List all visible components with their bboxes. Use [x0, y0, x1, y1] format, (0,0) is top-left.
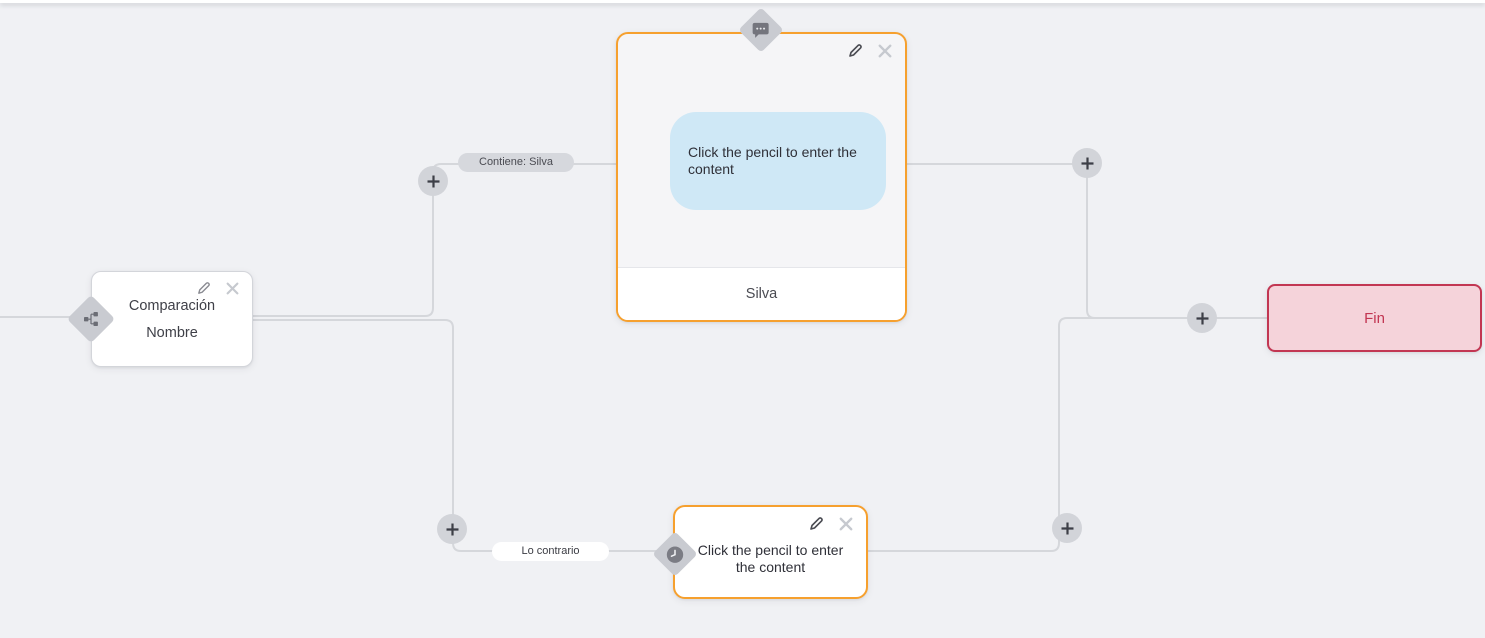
- add-node-button-top-right[interactable]: [1072, 148, 1102, 178]
- message-footer: Silva: [618, 267, 905, 320]
- chat-bubble-glyph: [752, 22, 770, 39]
- plus-icon: [1081, 157, 1093, 169]
- pencil-icon[interactable]: [196, 281, 211, 296]
- delay-placeholder-text: Click the pencil to enter the content: [697, 542, 844, 575]
- message-bubble: Click the pencil to enter the content: [670, 112, 886, 210]
- plus-icon: [427, 175, 439, 187]
- add-node-button-top-left[interactable]: [418, 166, 448, 196]
- clock-glyph: [666, 545, 685, 564]
- edge-condition-to-delay: [253, 319, 674, 552]
- edge-label-otherwise[interactable]: Lo contrario: [492, 542, 609, 561]
- condition-title: Comparación Nombre: [92, 298, 252, 341]
- sitemap-glyph: [83, 311, 99, 327]
- pencil-icon[interactable]: [847, 43, 863, 59]
- add-node-button-before-end[interactable]: [1187, 303, 1217, 333]
- sitemap-icon: [66, 294, 116, 344]
- top-edge-bar: [0, 0, 1485, 3]
- node-actions: [196, 281, 239, 296]
- end-node[interactable]: Fin: [1267, 284, 1482, 352]
- end-node-label: Fin: [1364, 309, 1385, 327]
- condition-line2: Nombre: [146, 325, 198, 341]
- close-icon[interactable]: [878, 44, 892, 58]
- edge-message-to-end: [907, 163, 1267, 319]
- condition-node[interactable]: Comparación Nombre: [66, 271, 253, 367]
- node-actions: [808, 516, 853, 532]
- plus-icon: [1061, 522, 1073, 534]
- add-node-button-bottom-right[interactable]: [1052, 513, 1082, 543]
- close-icon[interactable]: [226, 282, 239, 295]
- node-actions: [847, 43, 892, 59]
- message-node[interactable]: Click the pencil to enter the content Si…: [616, 7, 907, 322]
- add-node-button-bottom-left[interactable]: [437, 514, 467, 544]
- message-placeholder-text: Click the pencil to enter the content: [688, 144, 857, 177]
- plus-icon: [1196, 312, 1208, 324]
- condition-line1: Comparación: [128, 298, 216, 314]
- close-icon[interactable]: [839, 517, 853, 531]
- chat-bubble-icon: [737, 7, 784, 53]
- pencil-icon[interactable]: [808, 516, 824, 532]
- edge-label-contains[interactable]: Contiene: Silva: [458, 153, 574, 172]
- message-footer-label: Silva: [745, 286, 778, 302]
- plus-icon: [446, 523, 458, 535]
- delay-node[interactable]: Click the pencil to enter the content: [652, 505, 868, 599]
